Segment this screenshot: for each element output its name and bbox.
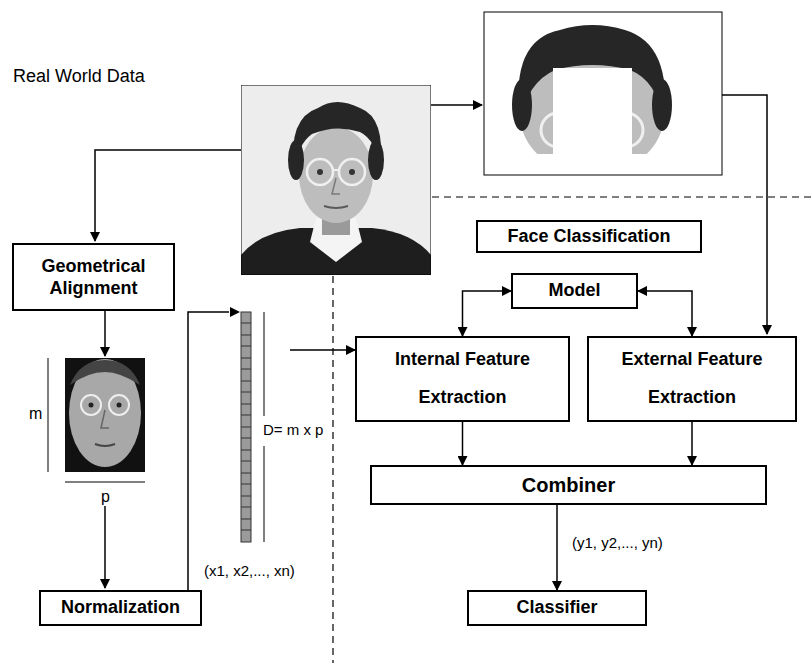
connector-arrow: [463, 291, 512, 336]
box-text: Classifier: [516, 597, 597, 619]
box-text: Normalization: [61, 597, 180, 619]
box-text: Combiner: [522, 473, 615, 497]
external-features-image: [484, 12, 722, 175]
box-text: Internal Feature Extraction: [365, 341, 560, 417]
process-box: Face Classification: [476, 220, 702, 253]
text-label: Real World Data: [12, 66, 146, 87]
process-box: External Feature Extraction: [587, 336, 797, 422]
process-box: Internal Feature Extraction: [355, 336, 570, 422]
dashed-separator: [432, 196, 811, 197]
process-box: Normalization: [39, 590, 202, 626]
arrow-head: [230, 307, 240, 317]
process-box: Classifier: [467, 590, 647, 626]
text-label: (x1, x2,..., xn): [203, 562, 296, 579]
face-photo: [241, 85, 431, 275]
dashed-separator: [332, 276, 333, 663]
process-box: Combiner: [370, 465, 767, 505]
box-text: Model: [549, 280, 601, 302]
process-box: Geometrical Alignment: [12, 243, 175, 311]
feature-vector: [241, 312, 264, 542]
box-text: External Feature Extraction: [597, 341, 787, 417]
dimension-line: [48, 358, 145, 482]
connector-arrow: [462, 422, 464, 465]
text-label: m: [28, 405, 43, 423]
connector-arrow: [638, 291, 692, 336]
connector-arrow: [188, 312, 355, 590]
text-label: D= m x p: [262, 421, 324, 438]
aligned-face-image: [65, 358, 145, 472]
box-text: Geometrical Alignment: [22, 255, 165, 300]
process-box: Model: [511, 273, 638, 309]
connector-arrow: [556, 505, 558, 590]
edge-label: (y1, y2,..., yn): [571, 534, 664, 551]
text-label: p: [100, 488, 111, 506]
connector-arrow: [691, 422, 693, 465]
box-text: Face Classification: [507, 226, 670, 248]
